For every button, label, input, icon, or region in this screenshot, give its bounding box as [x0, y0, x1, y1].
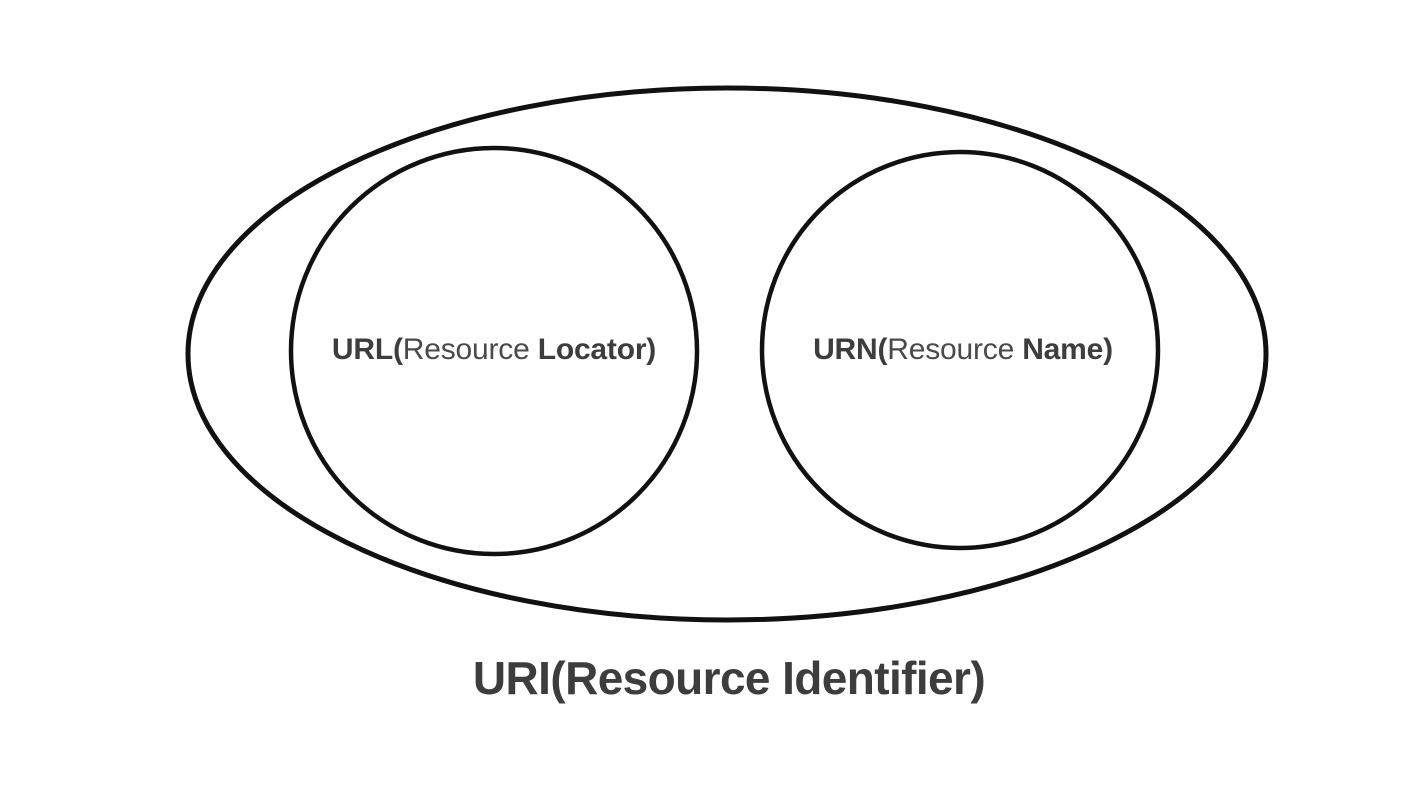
url-circle[interactable]	[288, 145, 700, 557]
uri-outer-ellipse[interactable]	[185, 85, 1269, 623]
urn-circle[interactable]	[759, 149, 1161, 551]
